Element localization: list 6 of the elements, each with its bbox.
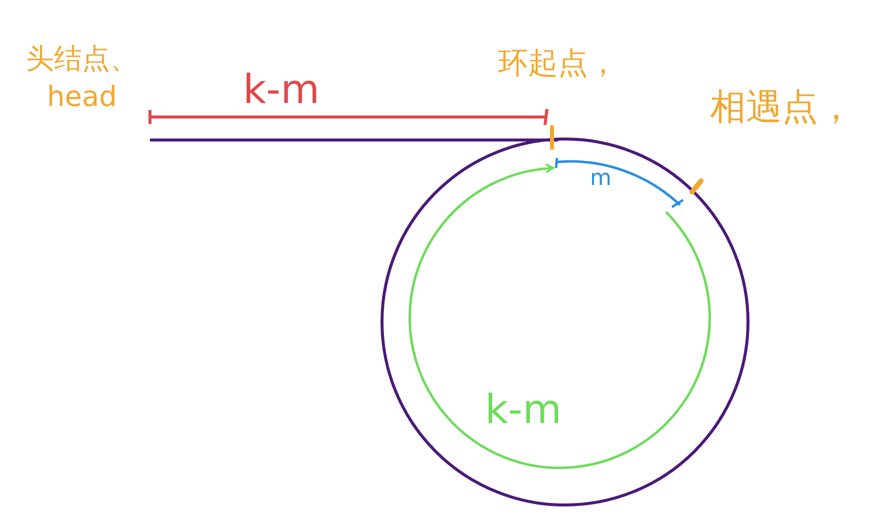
length-label: k-m — [243, 66, 320, 114]
length-label: k-m — [485, 386, 562, 434]
point-label: 头结点、 head — [25, 41, 139, 115]
point-label: 相遇点， — [710, 86, 854, 130]
length-label: m — [590, 166, 612, 192]
point-label: 环起点， — [498, 46, 618, 82]
